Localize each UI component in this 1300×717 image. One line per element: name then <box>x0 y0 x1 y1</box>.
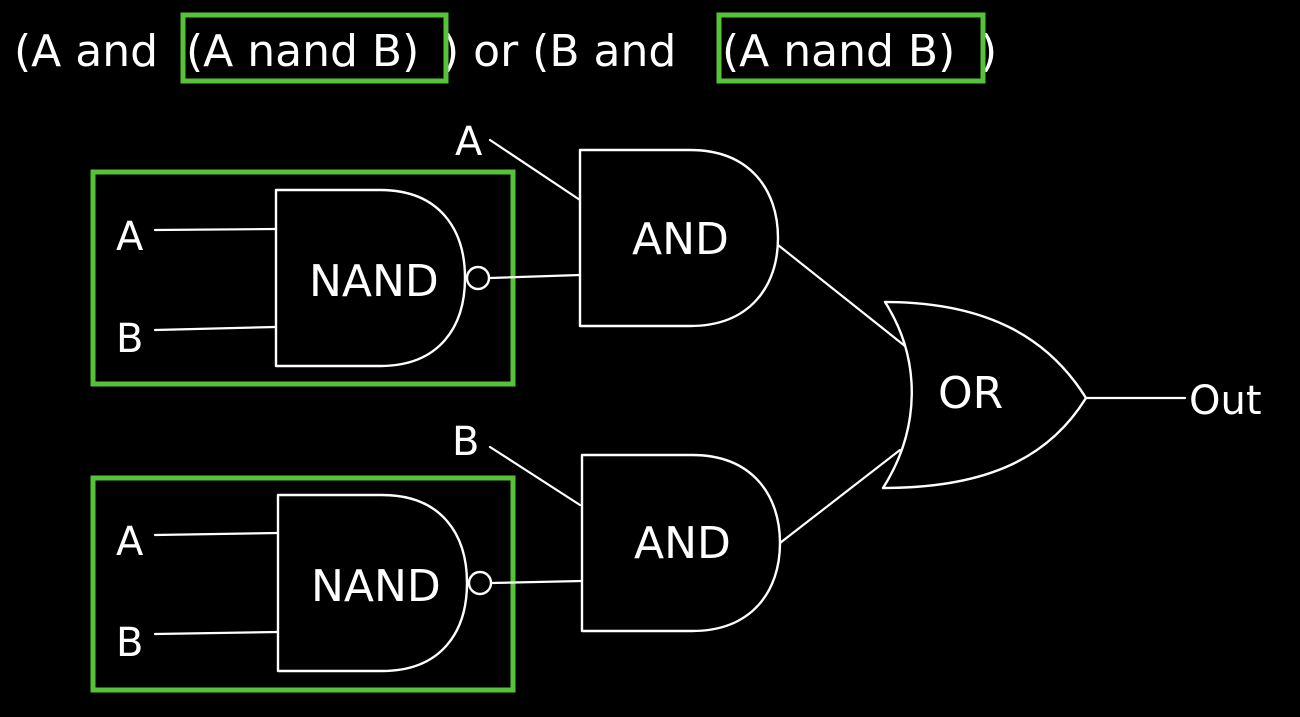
nand-bottom-bubble <box>467 570 493 596</box>
input-label-nand-bottom-a: A <box>116 519 144 565</box>
and-top-label: AND <box>632 214 729 265</box>
nand-top-gate <box>274 188 467 368</box>
expression-part-2: (A nand B) <box>186 26 419 77</box>
output-label: Out <box>1189 378 1262 424</box>
or-gate <box>881 300 1088 490</box>
wire-nand-bottom-a <box>153 531 279 537</box>
expression-part-3: ) or (B and <box>442 26 676 77</box>
input-label-nand-top-a: A <box>116 214 144 260</box>
nand-top-bubble <box>465 265 491 291</box>
expression-part-4: (A nand B) <box>722 26 955 77</box>
expression-highlight-2 <box>716 12 986 84</box>
input-label-and-bottom-b: B <box>452 419 479 465</box>
wire-nand-top-a <box>153 227 277 232</box>
wire-nand-top-b <box>153 325 277 332</box>
wire-and-top-out <box>776 243 912 352</box>
input-label-nand-bottom-b: B <box>116 620 143 666</box>
input-label-and-top-a: A <box>455 119 483 165</box>
and-bottom-gate <box>580 453 782 633</box>
input-label-nand-top-b: B <box>116 316 143 362</box>
wire-nand-bottom-b <box>153 630 279 636</box>
wire-nand-top-out <box>488 273 582 280</box>
nand-top-label: NAND <box>309 256 439 307</box>
wire-and-bottom-out <box>778 448 902 545</box>
nand-bottom-gate <box>276 493 469 673</box>
and-top-gate <box>578 148 780 328</box>
wire-nand-bottom-out <box>490 579 584 585</box>
expression-part-1: (A and <box>14 26 158 77</box>
expression-highlight-1 <box>180 12 449 84</box>
or-label: OR <box>938 368 1003 419</box>
wire-and-bottom-b <box>488 445 582 507</box>
nand-bottom-highlight-box <box>90 475 516 693</box>
wire-and-top-a <box>488 138 582 202</box>
nand-bottom-label: NAND <box>311 561 441 612</box>
and-bottom-label: AND <box>634 518 731 569</box>
